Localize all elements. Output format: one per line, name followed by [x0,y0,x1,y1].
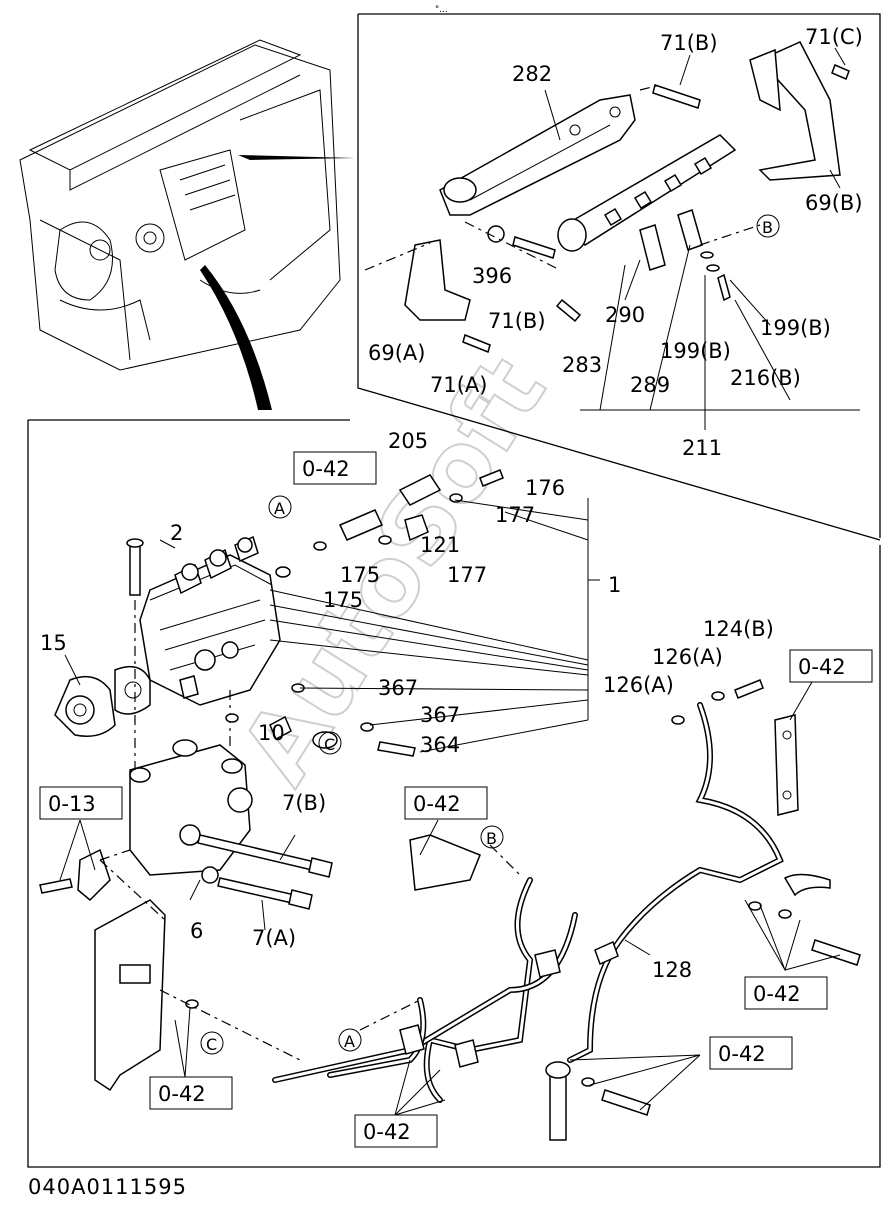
fuel-pipes [59,679,861,1141]
callout-289: 289 [630,373,670,397]
callout-367-upper: 367 [378,676,418,700]
ref-box-0-42-top: 0-42 [293,451,377,485]
callout-283: 283 [562,353,602,377]
callout-199b-mid: 199(B) [660,339,731,363]
callout-199b-right: 199(B) [760,316,831,340]
callout-2: 2 [170,521,183,545]
svg-text:0-42: 0-42 [413,792,461,816]
circle-ref-a-top: A [268,495,292,519]
callout-175-top: 175 [340,563,380,587]
svg-text:0-42: 0-42 [158,1082,206,1106]
ref-box-0-42-bottom-right: 0-42 [709,1036,793,1070]
svg-text:A: A [274,499,285,518]
svg-text:0-42: 0-42 [753,982,801,1006]
ref-box-0-42-mid: 0-42 [404,786,488,820]
callout-1: 1 [608,573,621,597]
callout-216b: 216(B) [730,366,801,390]
svg-text:B: B [762,218,773,237]
callout-121: 121 [420,533,460,557]
svg-text:B: B [486,829,497,848]
circle-ref-b-lower: B [480,825,504,849]
callout-71a: 71(A) [430,373,487,397]
callout-7a: 7(A) [252,926,296,950]
circle-ref-a-lower: A [338,1028,362,1052]
svg-text:0-13: 0-13 [48,792,96,816]
callout-69a: 69(A) [368,341,425,365]
svg-text:0-42: 0-42 [798,655,846,679]
callout-175-mid: 175 [323,588,363,612]
callout-128: 128 [652,958,692,982]
callout-290: 290 [605,303,645,327]
callout-367-lower: 367 [420,703,460,727]
callout-176: 176 [525,476,565,500]
callout-396: 396 [472,264,512,288]
svg-text:A: A [344,1032,355,1051]
engine-thumbnail [19,39,355,410]
ref-box-0-42-bottom-center: 0-42 [354,1114,438,1148]
callout-126a-lower: 126(A) [603,673,674,697]
image-code: 040A0111595 [28,1175,187,1199]
main-frame [27,420,881,1168]
svg-text:0-42: 0-42 [302,457,350,481]
callout-124b: 124(B) [703,617,774,641]
callout-71b-top: 71(B) [660,31,718,55]
svg-text:C: C [206,1035,217,1054]
svg-text:0-42: 0-42 [718,1042,766,1066]
circle-ref-b-inset: B [756,214,780,238]
callout-69b: 69(B) [805,191,863,215]
top-mark: "... [435,5,448,15]
svg-text:C: C [324,735,335,754]
injection-pump-assembly [39,469,600,931]
callout-15: 15 [40,631,67,655]
callout-177-top: 177 [495,503,535,527]
fuel-rail-inset [357,13,881,541]
callout-364: 364 [420,733,460,757]
circle-ref-c-lower: C [200,1031,224,1055]
callout-211: 211 [682,436,722,460]
ref-box-0-13: 0-13 [39,786,123,820]
ref-box-0-42-right: 0-42 [789,649,873,683]
ref-box-0-42-lower-right: 0-42 [744,976,828,1010]
callout-126a-upper: 126(A) [652,645,723,669]
callout-205: 205 [388,429,428,453]
callout-71c: 71(C) [805,25,863,49]
callout-177-mid: 177 [447,563,487,587]
callout-10: 10 [258,721,285,745]
callout-6: 6 [190,919,203,943]
callout-282: 282 [512,62,552,86]
circle-ref-c-pump: C [318,731,342,755]
ref-box-0-42-bottom-left: 0-42 [149,1076,233,1110]
callout-7b: 7(B) [282,791,326,815]
svg-text:0-42: 0-42 [363,1120,411,1144]
callout-71b-mid: 71(B) [488,309,546,333]
